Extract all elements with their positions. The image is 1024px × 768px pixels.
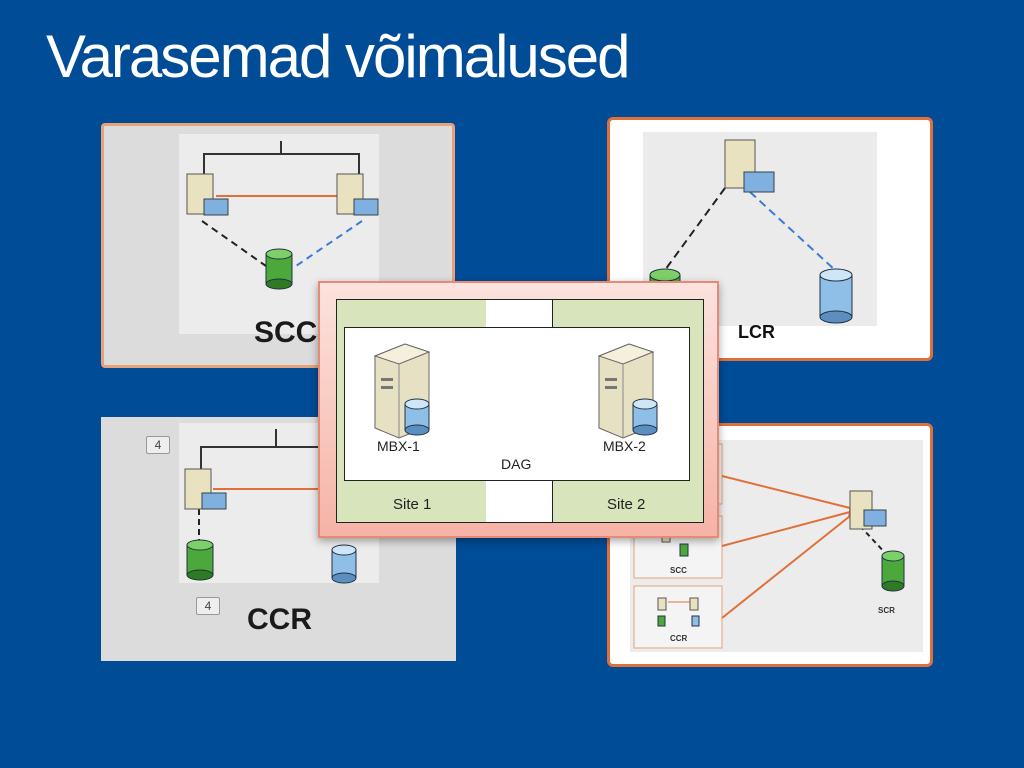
- server-icon: [186, 173, 229, 216]
- server-icon: [849, 490, 887, 530]
- mbx1-label: MBX-1: [377, 438, 420, 454]
- database-icon: [819, 268, 853, 324]
- site2-label: Site 2: [607, 496, 646, 513]
- ccr-badge-bottom: 4: [196, 597, 220, 615]
- scc-label: SCC: [254, 316, 318, 349]
- database-icon: [881, 550, 905, 592]
- dag-box: MBX-1 MBX-2 DAG: [344, 327, 690, 481]
- database-icon: [186, 539, 214, 581]
- server-icon: [184, 468, 227, 510]
- scc-panel: SCC: [101, 123, 455, 368]
- server-icon: [657, 597, 700, 627]
- site1-label: Site 1: [393, 496, 432, 513]
- database-icon: [632, 398, 658, 436]
- slide-title: Varasemad võimalused: [46, 23, 631, 90]
- ccr-badge-top: 4: [146, 436, 170, 454]
- dag-label: DAG: [501, 456, 532, 472]
- ccr-label: CCR: [247, 603, 312, 636]
- scr-thumb-ccr-label: CCR: [670, 634, 688, 643]
- server-icon: [724, 139, 775, 193]
- database-icon: [404, 398, 430, 436]
- mbx2-label: MBX-2: [603, 438, 646, 454]
- server-icon: [336, 173, 379, 216]
- lcr-label: LCR: [738, 322, 775, 342]
- dag-panel: MBX-1 MBX-2 DAG Site 1 Site 2: [318, 281, 719, 538]
- database-icon: [331, 544, 357, 584]
- scr-label: SCR: [878, 606, 895, 615]
- scr-thumb-scc-label: SCC: [670, 566, 687, 575]
- database-icon: [265, 248, 293, 290]
